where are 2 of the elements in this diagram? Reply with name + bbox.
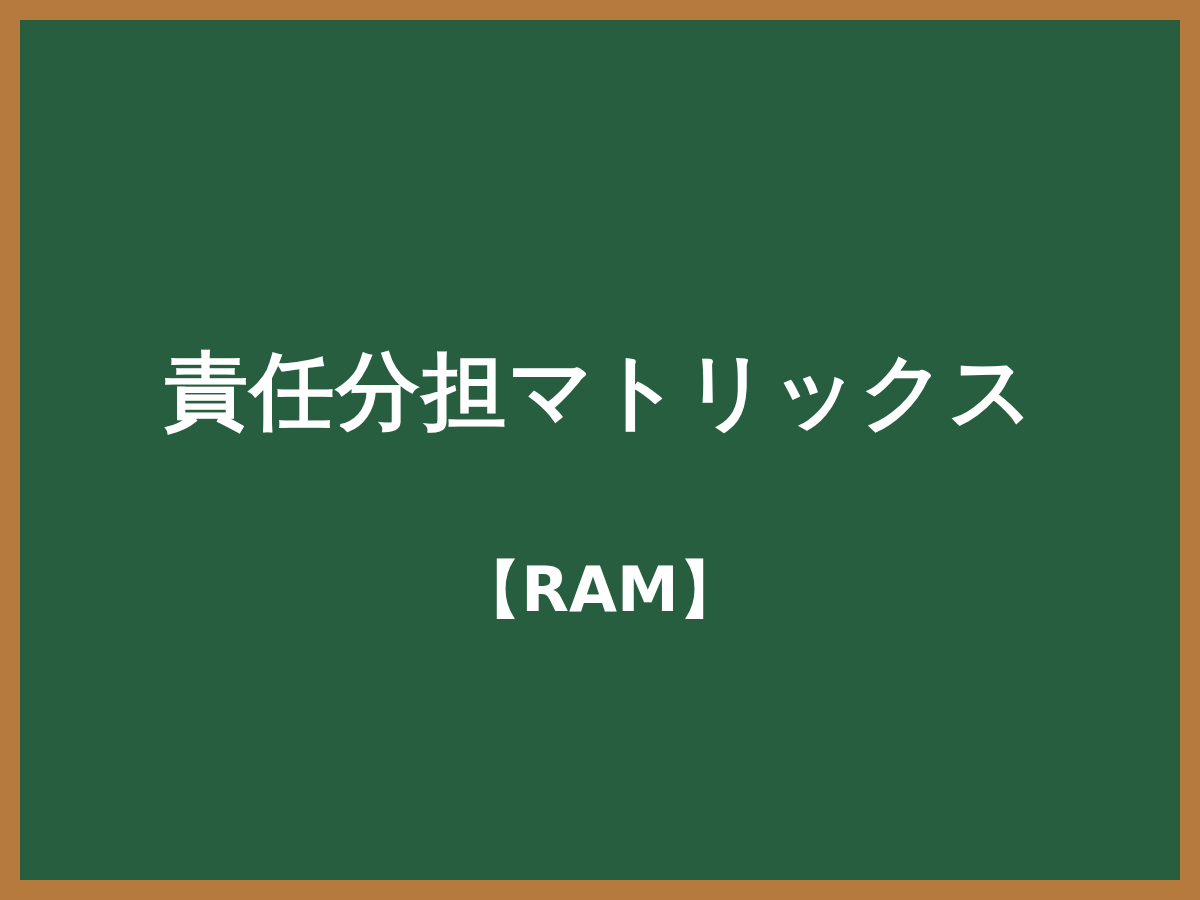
title: 責任分担マトリックス: [163, 341, 1037, 442]
subtitle: 【RAM】: [458, 552, 742, 628]
